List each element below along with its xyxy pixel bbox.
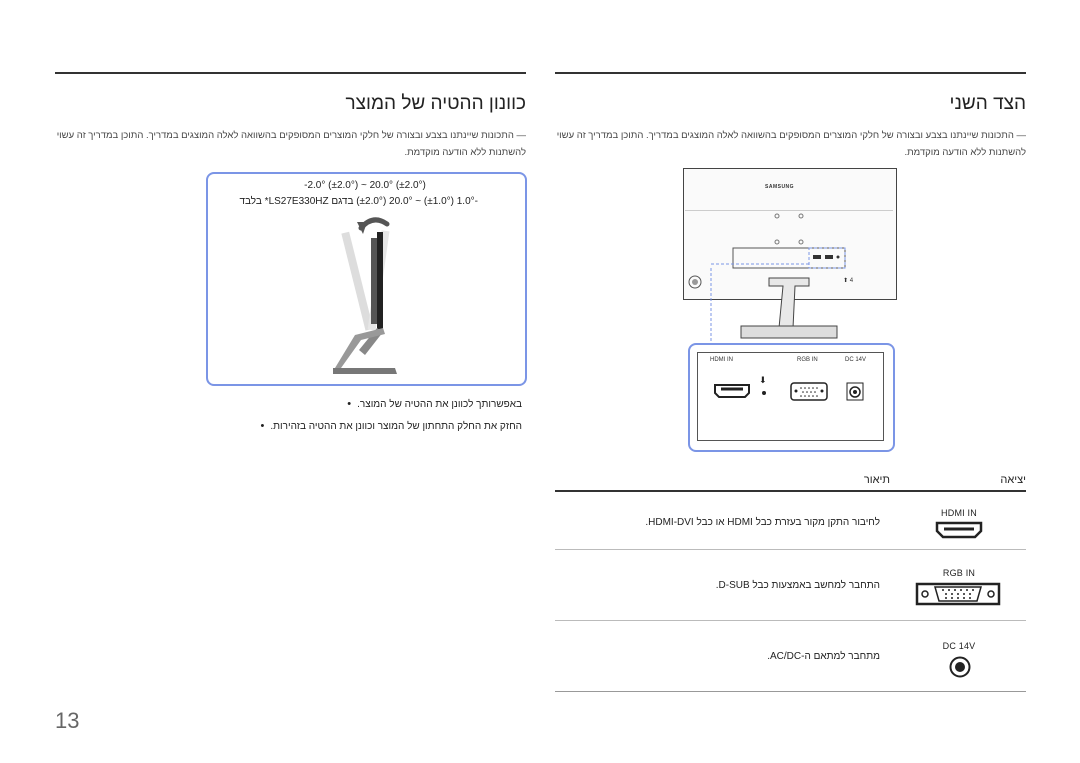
panel-label-dc: DC 14V [845, 357, 867, 363]
table-row-rgb-label: RGB IN [942, 568, 976, 578]
hdmi-port-icon [935, 521, 983, 539]
reverse-section-rule [555, 72, 1026, 74]
svg-text:⬆ 4: ⬆ 4 [843, 277, 854, 284]
page-number: 13 [55, 708, 80, 733]
table-row-divider [555, 620, 1026, 621]
reverse-section-note: ― התכונות שיינתנו בצבע ובצורה של חלקי המ… [555, 127, 1026, 161]
table-row-hdmi-label: HDMI IN [941, 508, 977, 518]
monitor-brand: SAMSUNG [765, 184, 795, 190]
svg-text:⬇: ⬇ [759, 375, 767, 385]
table-header-port: יציאה [1000, 474, 1026, 486]
panel-label-hdmi: HDMI IN [710, 357, 733, 363]
monitor-back-details: ⬆ 4 [688, 213, 854, 343]
table-row-dc-desc: מתחבר למתאם ה-AC/DC. [767, 651, 880, 662]
panel-label-rgb: RGB IN [797, 357, 818, 363]
tilt-section-note: ― התכונות שיינתנו בצבע ובצורה של חלקי המ… [55, 127, 526, 161]
table-row-dc-label: DC 14V [942, 641, 976, 651]
table-row-rgb-desc: התחבר למחשב באמצעות כבל D-SUB. [715, 580, 880, 591]
tilt-section-rule [55, 72, 526, 74]
table-bottom-rule [555, 691, 1026, 692]
panel-hdmi-icon [714, 384, 750, 398]
tilt-bullet-2: החזק את החלק התחתון של המוצר וכוונן את ה… [230, 420, 522, 432]
reverse-section-title: הצד השני [949, 93, 1026, 114]
tilt-section-title: כוונון ההטיה של המוצר [345, 93, 527, 114]
table-header-desc: תיאור [863, 474, 890, 486]
dc-power-port-icon [949, 656, 971, 678]
tilt-spec-range: -2.0° (±2.0°) ~ 20.0° (±2.0°) [304, 180, 426, 191]
panel-ports: ⬇ [714, 375, 864, 401]
tilt-spec-model-range: -1.0° (±1.0°) ~ 20.0° (±2.0°) בדגם LS27E… [239, 196, 478, 207]
panel-dc-icon [846, 382, 864, 401]
table-row-divider [555, 549, 1026, 550]
panel-vga-icon [790, 382, 828, 401]
tilt-note-line1: ― התכונות שיינתנו בצבע ובצורה של חלקי המ… [55, 130, 526, 141]
reverse-note-line2: להשתנות ללא הודעה מוקדמת. [904, 147, 1026, 158]
tilt-bullet-1: באפשרותך לכוונן את ההטיה של המוצר. [230, 398, 522, 410]
table-header-rule [555, 490, 1026, 492]
table-row-hdmi-desc: לחיבור התקן מקור בעזרת כבל HDMI או כבל H… [645, 517, 880, 528]
reverse-note-line1: ― התכונות שיינתנו בצבע ובצורה של חלקי המ… [555, 130, 1026, 141]
monitor-divider [685, 210, 893, 211]
tilt-note-line2: להשתנות ללא הודעה מוקדמת. [404, 147, 526, 158]
vga-port-icon [915, 582, 1001, 606]
tilt-stand-illustration [333, 217, 397, 374]
